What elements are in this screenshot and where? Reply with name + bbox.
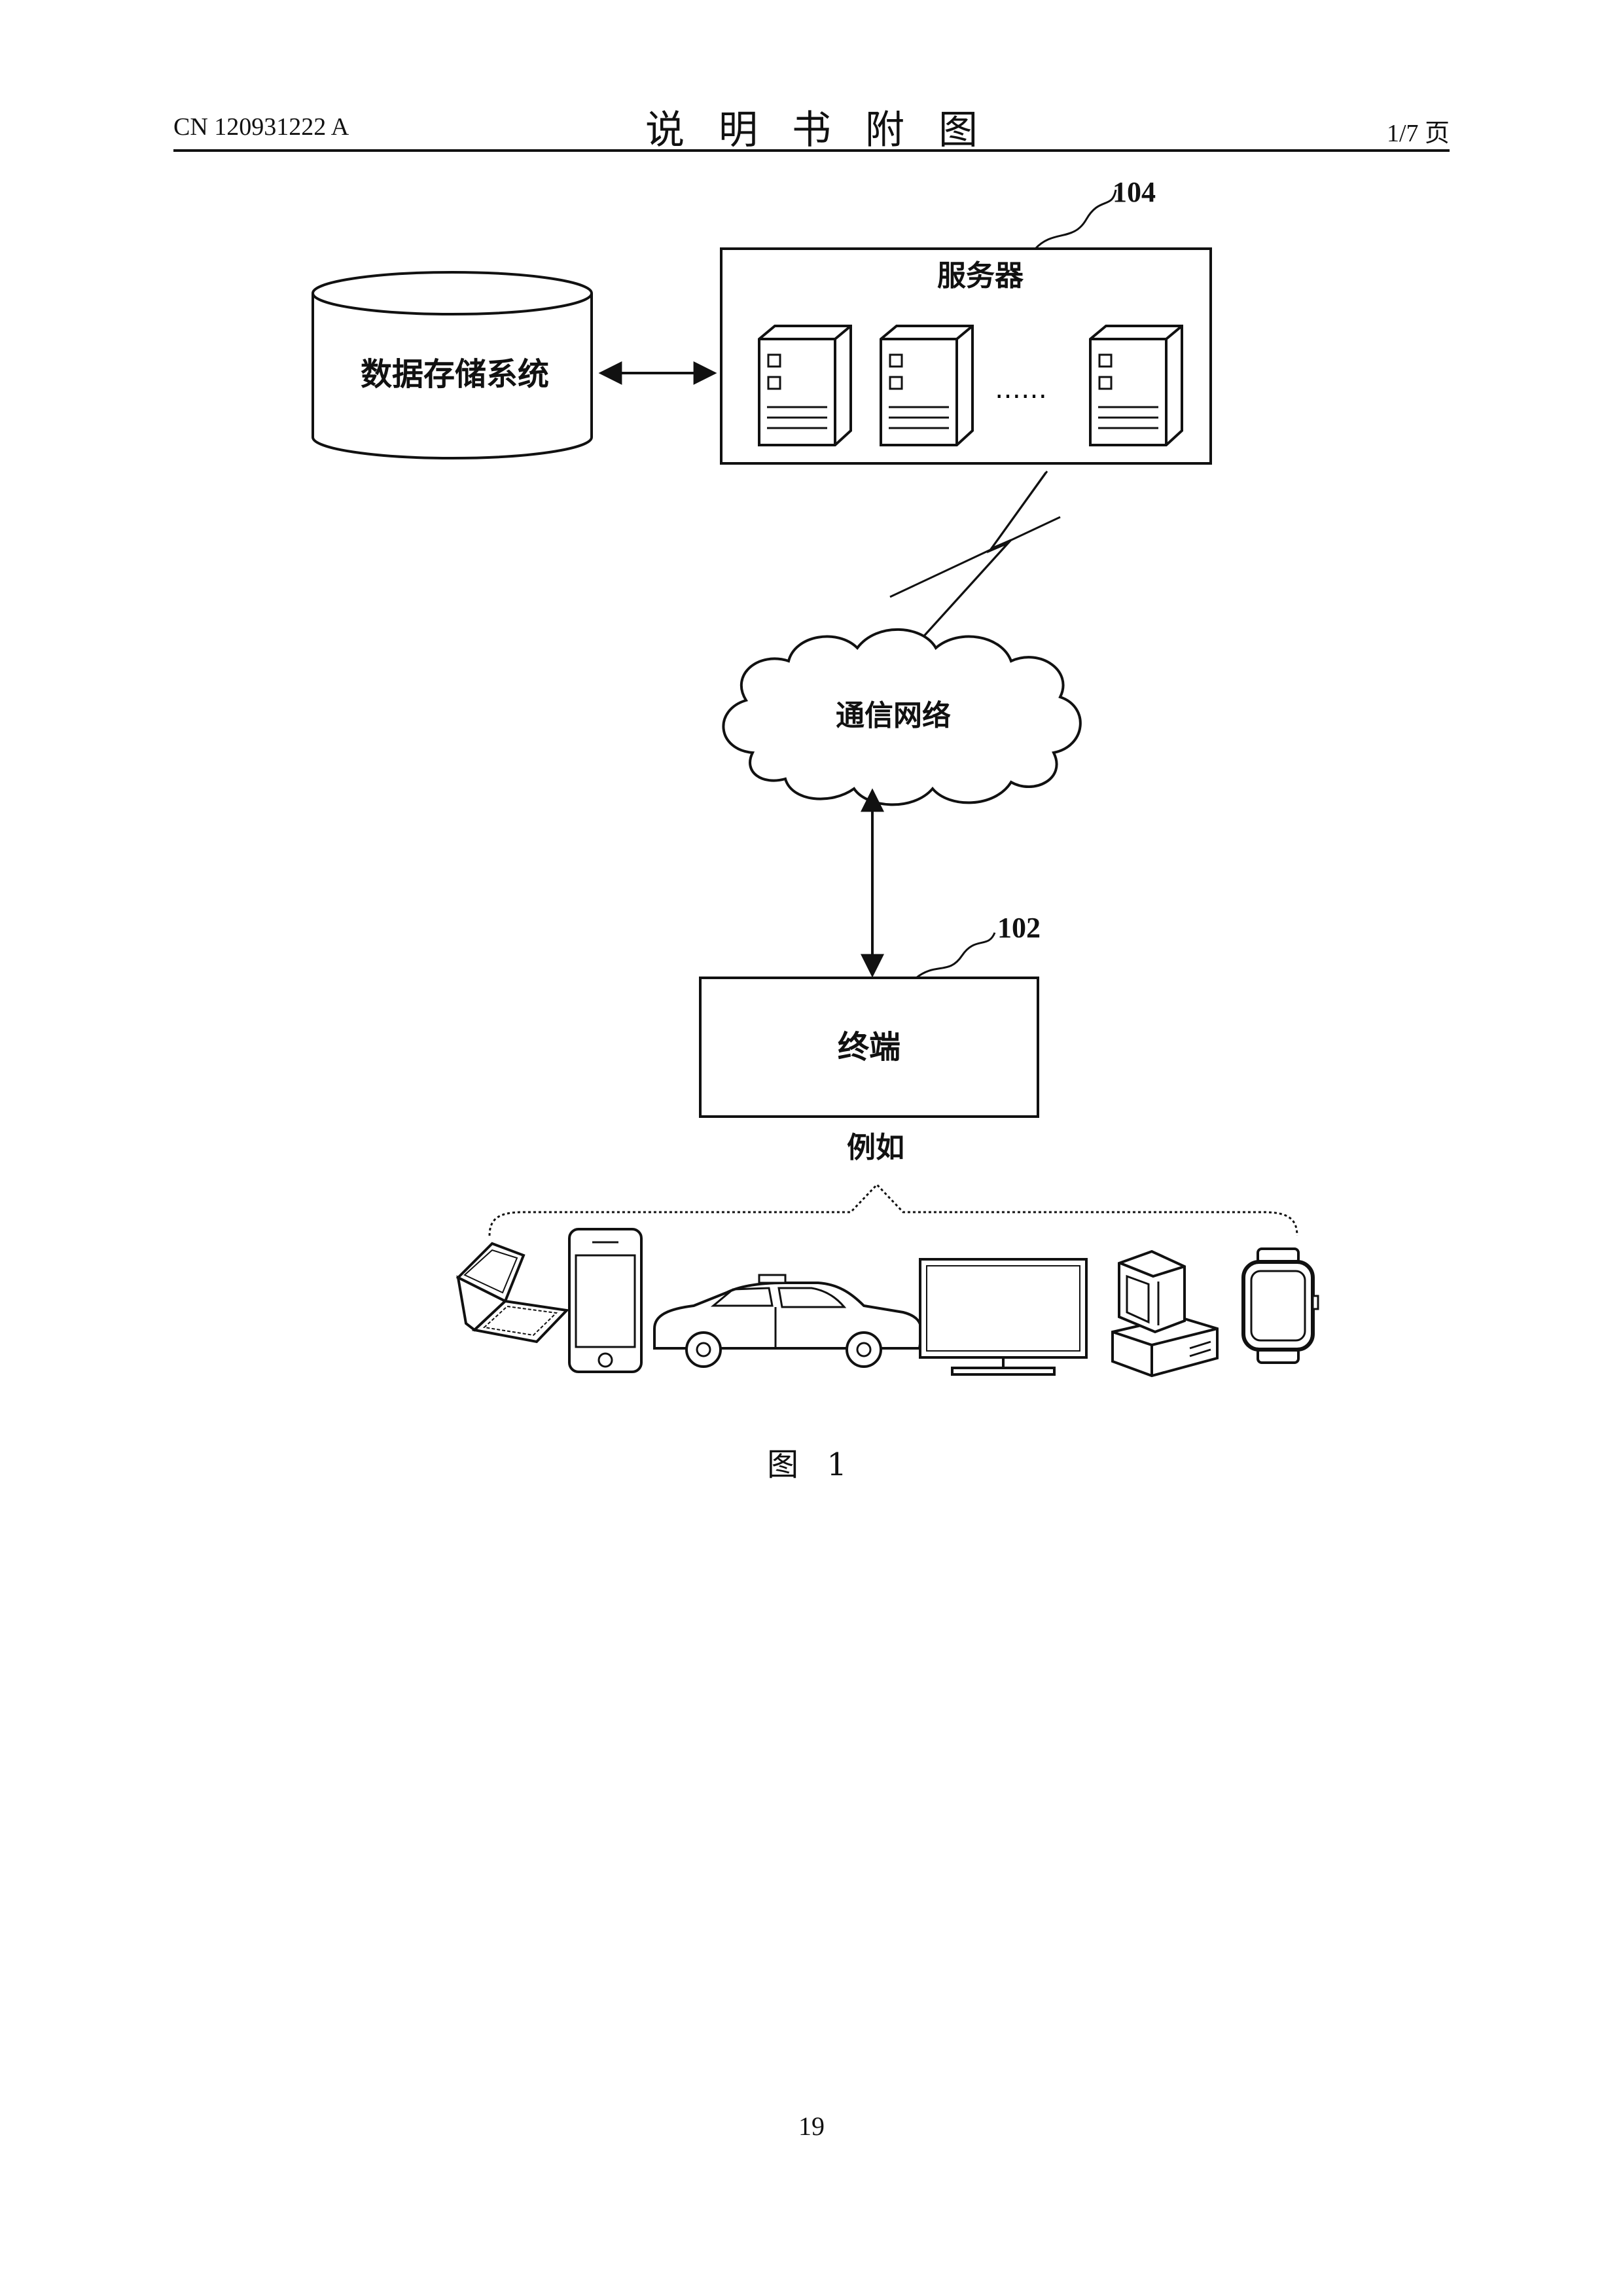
page-number: 19 (0, 2111, 1623, 2142)
figure-caption: 图 1 (0, 1439, 1623, 1484)
smartwatch-icon (1243, 1249, 1318, 1363)
server-label: 服务器 (937, 259, 1024, 293)
network-label: 通信网络 (836, 699, 951, 732)
system-diagram: 数据存储系统 服务器 …… 104 (0, 0, 1623, 1440)
laptop-icon (458, 1244, 567, 1342)
terminal-ref-number: 102 (997, 912, 1041, 944)
server-ref-leader (1035, 190, 1116, 249)
desktop-computer-icon (1113, 1251, 1217, 1376)
smartphone-icon (569, 1229, 641, 1372)
terminal-label: 终端 (838, 1029, 901, 1066)
server-tower-icon (1090, 326, 1182, 445)
car-icon (654, 1275, 921, 1367)
monitor-icon (920, 1259, 1086, 1374)
wireless-link-icon (890, 471, 1060, 647)
server-ref-number: 104 (1113, 176, 1156, 208)
server-ellipsis: …… (995, 374, 1047, 404)
examples-label: 例如 (847, 1131, 904, 1164)
network-cloud: 通信网络 (723, 630, 1080, 805)
data-storage-cylinder: 数据存储系统 (313, 272, 592, 458)
terminal-box: 终端 (700, 978, 1038, 1117)
storage-label: 数据存储系统 (361, 356, 549, 393)
terminal-ref-leader (916, 933, 995, 978)
server-tower-icon (881, 326, 972, 445)
server-tower-icon (759, 326, 851, 445)
